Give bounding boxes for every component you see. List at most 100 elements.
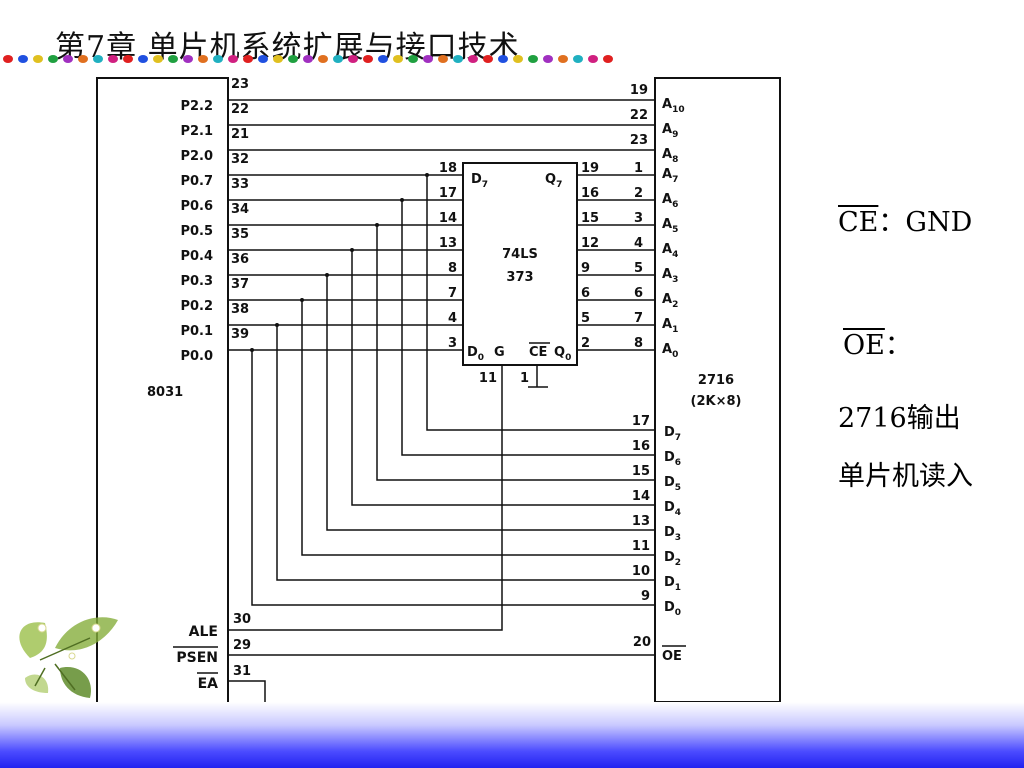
decorative-dot xyxy=(198,55,208,63)
latch-output-number: 5 xyxy=(581,311,590,326)
eprom-data-label: D3 xyxy=(664,525,681,543)
decorative-dot xyxy=(93,55,103,63)
ce-note: CE：GND xyxy=(838,200,972,239)
mcu-pin-number: 35 xyxy=(231,227,249,242)
eprom-address-label: A4 xyxy=(662,242,678,260)
latch-input-number: 3 xyxy=(448,336,457,351)
eprom-pin-number: 10 xyxy=(632,564,650,579)
eprom-pin-number: 11 xyxy=(632,539,650,554)
data-bus-wire xyxy=(301,300,655,556)
eprom-name: 2716 xyxy=(698,373,734,388)
decorative-dot xyxy=(393,55,403,63)
decorative-dot xyxy=(288,55,298,63)
decorative-dot xyxy=(138,55,148,63)
junction-dot xyxy=(375,223,379,227)
decorative-dot xyxy=(483,55,493,63)
eprom-address-label: A9 xyxy=(662,122,678,140)
eprom-pin-number: 19 xyxy=(630,83,648,98)
latch-name: 74LS xyxy=(502,247,538,262)
decorative-dot xyxy=(333,55,343,63)
junction-dot xyxy=(400,198,404,202)
mcu-pin-label: P0.2 xyxy=(180,299,213,314)
data-bus-wire xyxy=(401,200,655,456)
latch-ce-number: 1 xyxy=(520,371,529,386)
footer-gradient-bar xyxy=(0,702,1024,768)
latch-pin-label: Q7 xyxy=(545,172,562,190)
decorative-dot xyxy=(468,55,478,63)
mcu-pin-label: P2.1 xyxy=(180,124,213,139)
latch-output-number: 6 xyxy=(581,286,590,301)
junction-dot xyxy=(425,173,429,177)
decorative-dot xyxy=(243,55,253,63)
eprom-pin-number: 9 xyxy=(641,589,650,604)
leaf-icon xyxy=(19,617,118,698)
decorative-dot xyxy=(558,55,568,63)
oe-signal-label: OE xyxy=(843,330,885,361)
eprom-oe-label: OE xyxy=(662,649,682,664)
latch-name: 373 xyxy=(506,270,533,285)
data-bus-wire xyxy=(326,275,655,531)
latch-pin-label: Q0 xyxy=(554,345,571,363)
ea-wire xyxy=(228,680,266,704)
decorative-dot xyxy=(528,55,538,63)
mcu-pin-number: 37 xyxy=(231,277,249,292)
latch-output-number: 19 xyxy=(581,161,599,176)
latch-input-number: 13 xyxy=(439,236,457,251)
mcu-name: 8031 xyxy=(147,385,183,400)
eprom-data-label: D6 xyxy=(664,450,681,468)
mcu-ctrl-label: EA xyxy=(198,676,219,692)
latch-pin-label: CE xyxy=(529,345,547,360)
data-bus-wire xyxy=(376,225,655,481)
latch-pin-label: D0 xyxy=(467,345,484,363)
ce-value: ：GND xyxy=(878,207,973,238)
mcu-pin-label: P0.3 xyxy=(180,274,213,289)
decorative-dot xyxy=(18,55,28,63)
eprom-pin-number: 16 xyxy=(632,439,650,454)
decorative-dot xyxy=(438,55,448,63)
mcu-pin-label: P0.5 xyxy=(180,224,213,239)
eprom-data-label: D7 xyxy=(664,425,681,443)
decorative-dot xyxy=(603,55,613,63)
mcu-pin-label: P0.0 xyxy=(180,349,213,364)
latch-output-number: 16 xyxy=(581,186,599,201)
latch-input-number: 8 xyxy=(448,261,457,276)
eprom-pin-number: 14 xyxy=(632,489,650,504)
decorative-dot xyxy=(3,55,13,63)
eprom-address-label: A7 xyxy=(662,167,678,185)
latch-output-number: 9 xyxy=(581,261,590,276)
decorative-dot xyxy=(258,55,268,63)
eprom-data-label: D1 xyxy=(664,575,681,593)
mcu-ctrl-number: 30 xyxy=(233,612,251,627)
latch-input-number: 4 xyxy=(448,311,457,326)
latch-pin-label: G xyxy=(494,345,505,360)
eprom-pin-number: 17 xyxy=(632,414,650,429)
decorative-dot xyxy=(183,55,193,63)
eprom-pin-number: 7 xyxy=(634,311,643,326)
oe-value: ： xyxy=(884,330,912,361)
leaf-decoration xyxy=(19,617,118,698)
mcu-pin-number: 36 xyxy=(231,252,249,267)
eprom-address-label: A8 xyxy=(662,147,678,165)
mcu-pin-label: P0.6 xyxy=(180,199,213,214)
decorative-dot xyxy=(363,55,373,63)
eprom-address-label: A6 xyxy=(662,192,678,210)
junction-dot xyxy=(250,348,254,352)
decorative-dot xyxy=(33,55,43,63)
junction-dot xyxy=(325,273,329,277)
eprom-name: (2K×8) xyxy=(691,394,742,409)
decorative-dot xyxy=(408,55,418,63)
mcu-pin-label: P0.4 xyxy=(180,249,213,264)
decorative-dot xyxy=(168,55,178,63)
data-bus-wire xyxy=(276,325,655,581)
oe-note: OE： xyxy=(843,323,912,362)
decorative-dot xyxy=(63,55,73,63)
latch-g-number: 11 xyxy=(479,371,497,386)
eprom-address-label: A3 xyxy=(662,267,678,285)
decorative-dot xyxy=(348,55,358,63)
eprom-pin-number: 5 xyxy=(634,261,643,276)
junction-dot xyxy=(275,323,279,327)
latch-output-number: 2 xyxy=(581,336,590,351)
eprom-pin-number: 13 xyxy=(632,514,650,529)
mcu-pin-label: P0.7 xyxy=(180,174,213,189)
